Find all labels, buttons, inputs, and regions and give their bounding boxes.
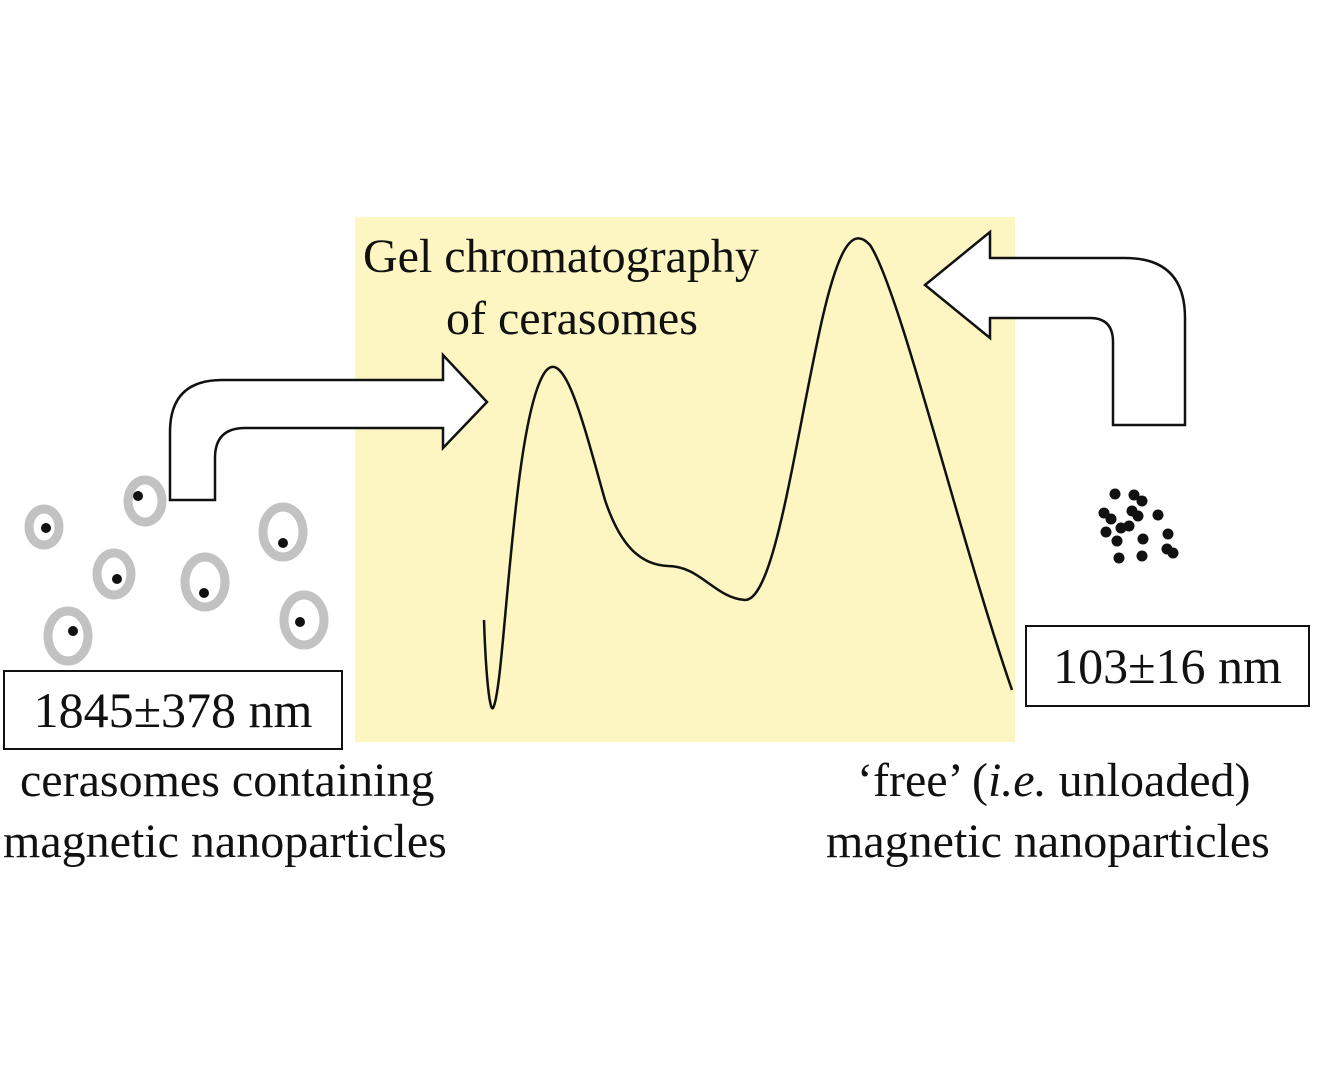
cerasome-ring [180,552,230,612]
free-nanoparticle [1167,547,1179,559]
free-nanoparticle [1109,488,1121,500]
free-nanoparticle [1136,550,1148,562]
chromatogram-curve [482,237,1014,710]
free-nanoparticle [1111,535,1123,547]
chromatography-panel [355,217,1015,742]
free-nanoparticle [1162,528,1174,540]
left-size-label: 1845±378 nm [3,670,343,750]
caption-text: ‘free’ ( [857,754,988,807]
caption-italic: i.e. [987,754,1047,807]
nanoparticle-core [41,523,51,533]
cerasome-ring [92,548,136,600]
nanoparticle-core [295,617,305,627]
nanoparticle-core [133,491,143,501]
nanoparticle-core [199,588,209,598]
title-line-1: Gel chromatography [363,230,759,283]
free-nanoparticle [1128,489,1140,501]
cerasome-cells [24,475,329,666]
cerasome-ring [43,606,93,666]
caption-text: unloaded) [1046,754,1251,807]
free-nanoparticle [1105,513,1117,525]
left-arrow [168,351,489,502]
free-nanoparticle [1152,509,1164,521]
cerasome-ring [123,475,167,527]
nanoparticle-core [278,538,288,548]
free-nanoparticles [1098,488,1179,564]
free-nanoparticle [1136,495,1148,507]
left-caption-line-1: cerasomes containing [20,754,435,807]
free-nanoparticle [1132,510,1144,522]
nanoparticle-core [68,626,78,636]
free-nanoparticle [1123,520,1135,532]
nanoparticle-core [112,574,122,584]
free-nanoparticle [1100,526,1112,538]
title-line-2: of cerasomes [446,292,698,345]
right-arrow [923,229,1187,427]
right-size-label: 103±16 nm [1025,625,1310,707]
right-caption-line-2: magnetic nanoparticles [826,815,1270,868]
free-nanoparticle [1113,552,1125,564]
free-nanoparticle [1137,533,1149,545]
left-caption-line-2: magnetic nanoparticles [3,815,447,868]
right-caption-line-1: ‘free’ (i.e. unloaded) [857,757,1251,805]
cerasome-ring [258,502,308,562]
